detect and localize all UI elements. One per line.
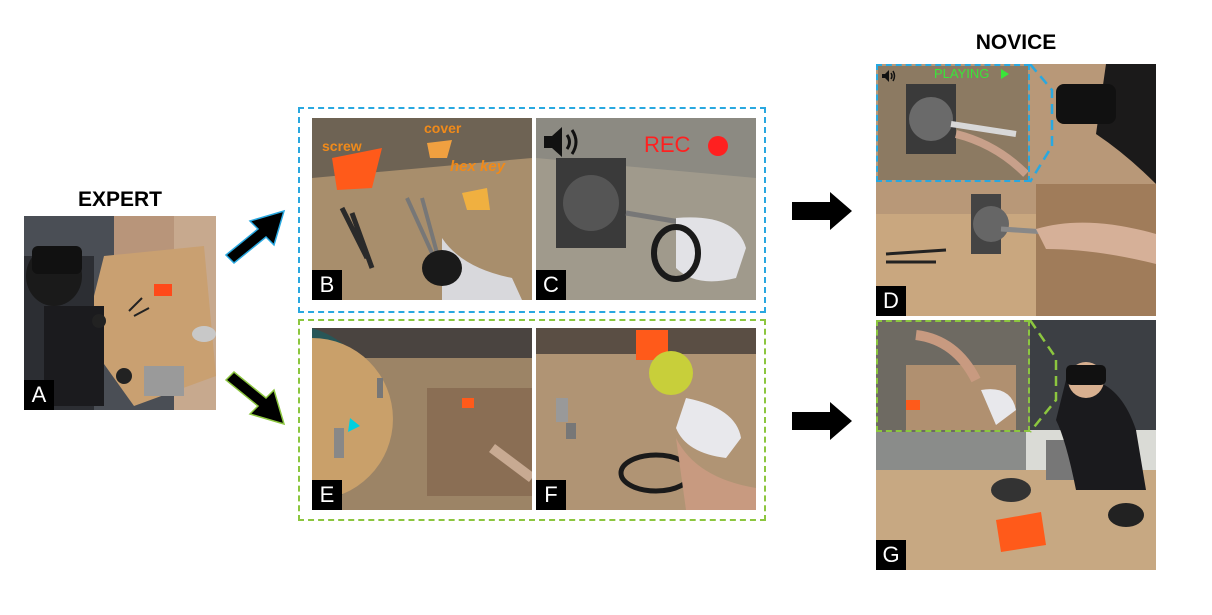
speaker-icon <box>881 69 897 83</box>
panel-g-photo: G <box>876 320 1156 570</box>
panel-a-photo: A <box>24 216 216 410</box>
d-pip-frame <box>876 64 1030 182</box>
g-pip-frame <box>876 320 1030 432</box>
green-dashed-frame <box>298 319 766 521</box>
panel-g-label: G <box>876 540 906 570</box>
panel-f-photo: F <box>536 328 756 510</box>
panel-c-label: C <box>536 270 566 300</box>
expert-heading: EXPERT <box>77 188 163 211</box>
blue-dashed-frame <box>298 107 766 313</box>
arrow-icon <box>790 190 854 232</box>
g-pip-connector <box>1028 320 1058 433</box>
rec-label: REC <box>644 132 691 157</box>
panel-b-photo: screw cover hex key B <box>312 118 532 300</box>
d-pip-connector <box>1028 64 1054 183</box>
panel-b-label: B <box>312 270 342 300</box>
screw-annotation: screw <box>322 138 362 154</box>
cover-annotation: cover <box>424 120 462 136</box>
novice-heading: NOVICE <box>975 31 1057 54</box>
panel-a-label: A <box>24 380 54 410</box>
speaker-icon <box>542 124 582 160</box>
record-dot-icon <box>708 136 728 156</box>
arrow-icon <box>790 400 854 442</box>
panel-c-photo: REC C <box>536 118 756 300</box>
panel-f-label: F <box>536 480 566 510</box>
play-triangle-icon <box>1000 68 1010 80</box>
panel-d-label: D <box>876 286 906 316</box>
hex-key-annotation: hex key <box>450 158 506 175</box>
arrow-icon <box>222 370 288 430</box>
panel-e-label: E <box>312 480 342 510</box>
playing-label: PLAYING <box>934 66 990 81</box>
arrow-icon <box>222 205 288 265</box>
panel-e-photo: E <box>312 328 532 510</box>
panel-d-photo: PLAYING D <box>876 64 1156 316</box>
